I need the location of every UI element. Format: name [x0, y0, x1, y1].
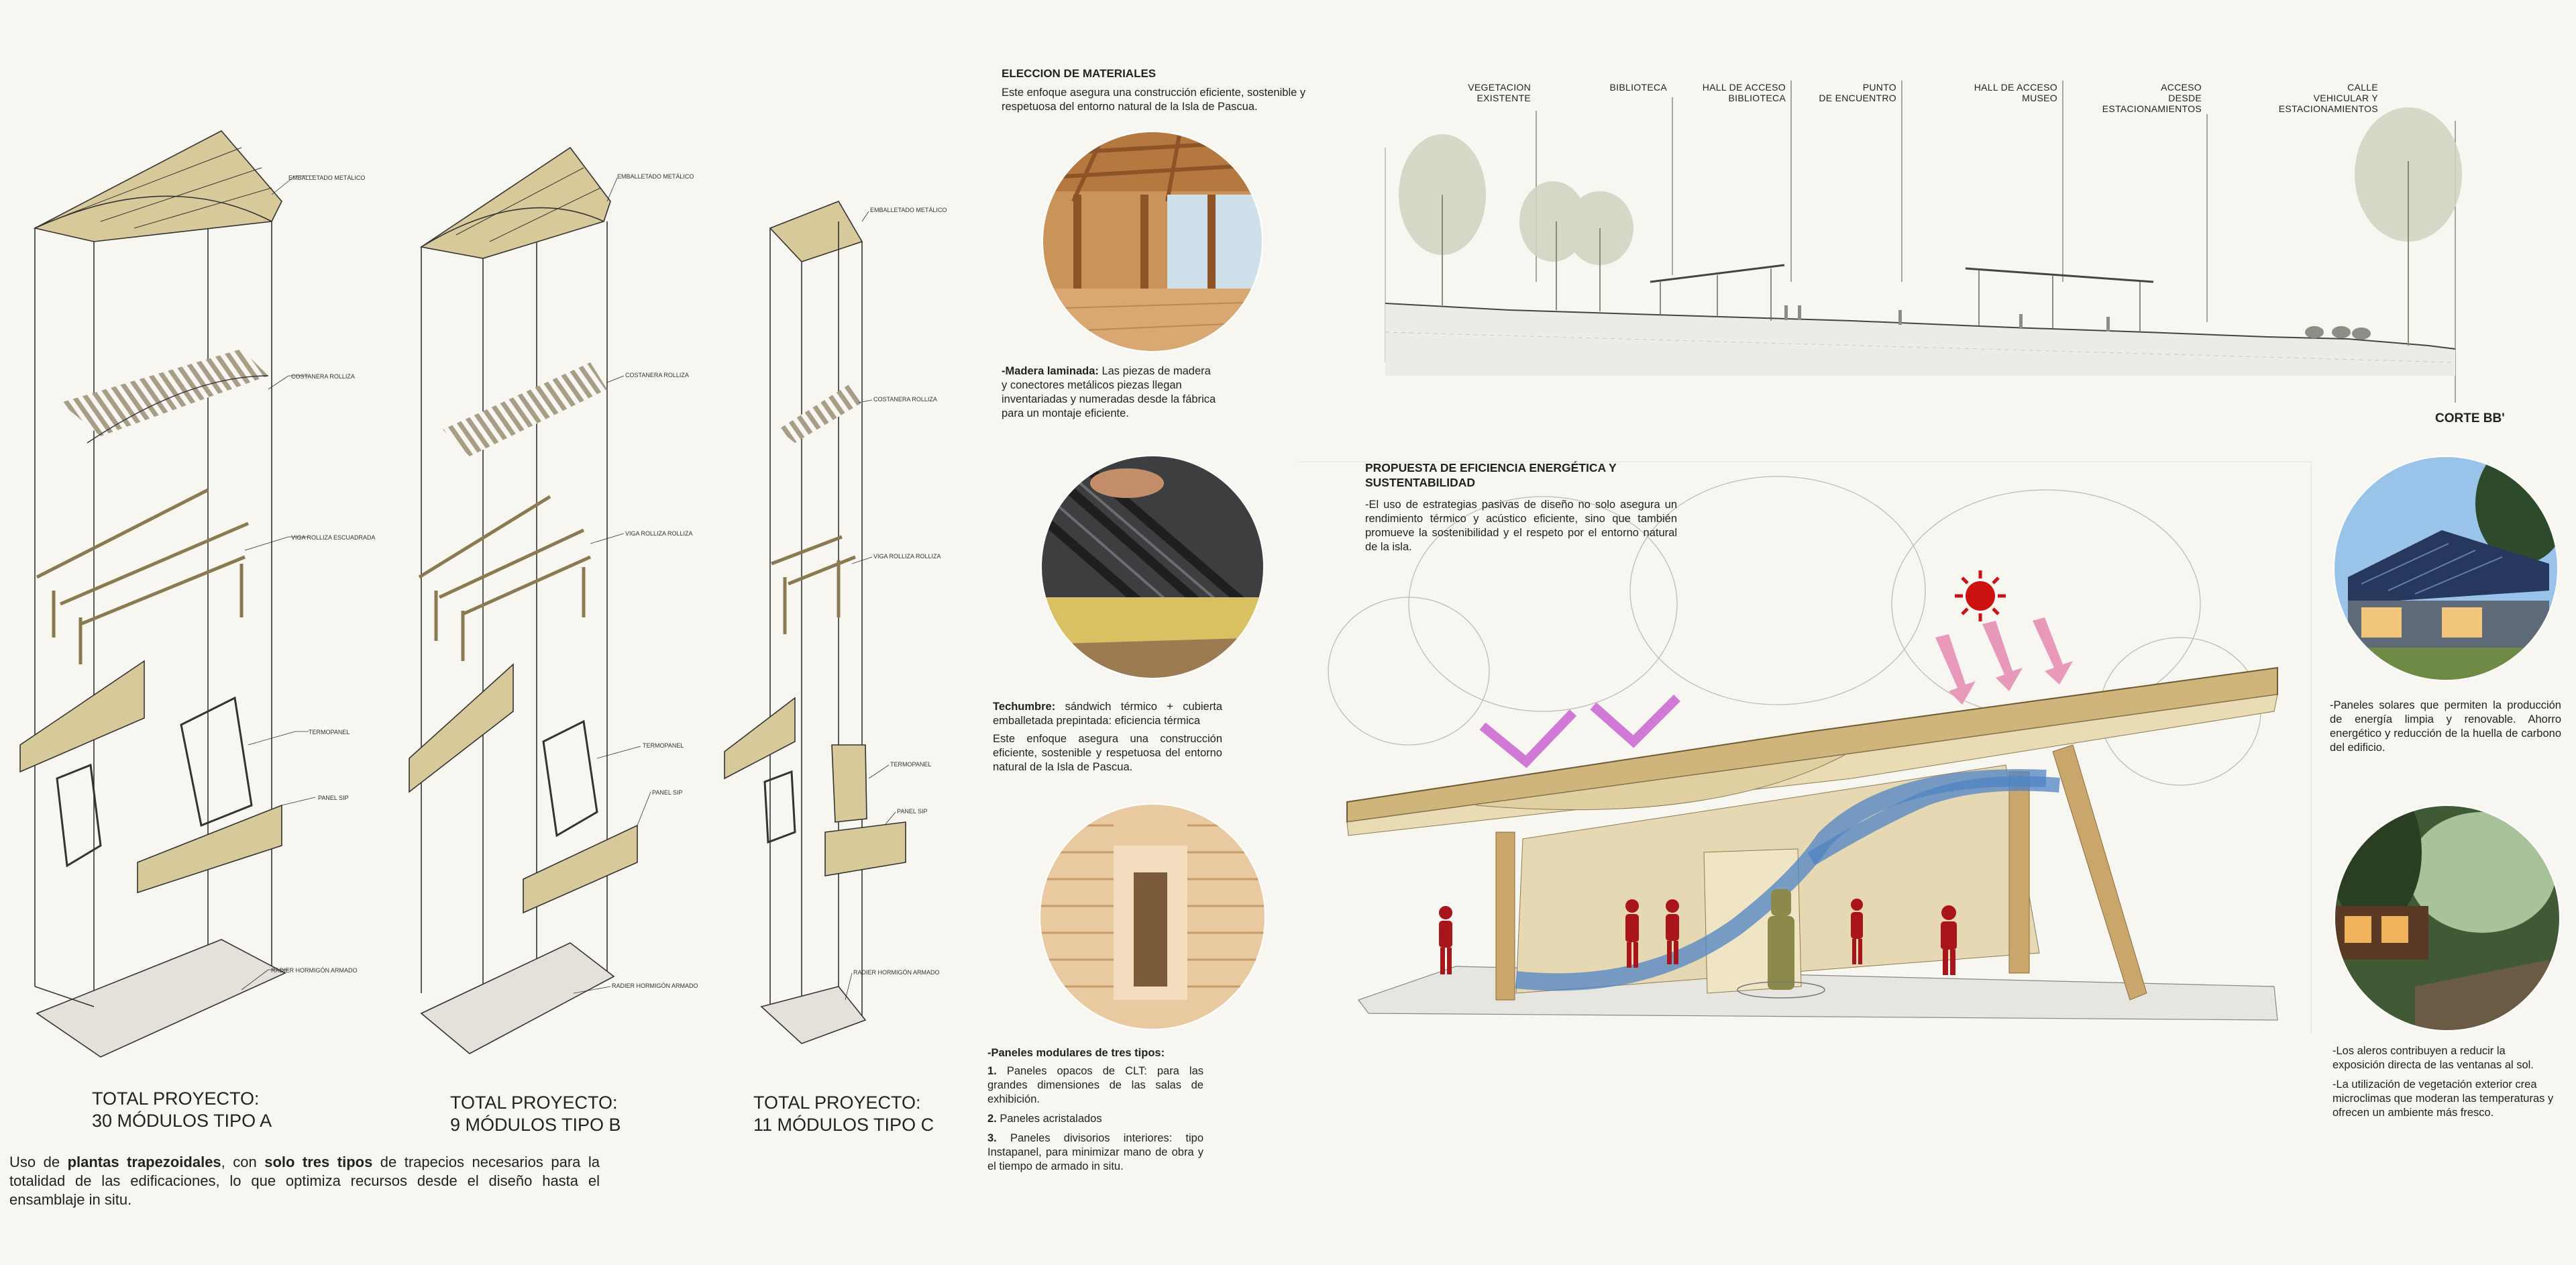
- module-a-total-line2: 30 MÓDULOS TIPO A: [92, 1111, 272, 1131]
- section-label-line: VEGETACION: [1468, 82, 1531, 93]
- module-b-total-line2: 9 MÓDULOS TIPO B: [450, 1115, 621, 1135]
- section-label-line: BIBLIOTECA: [1609, 82, 1667, 93]
- section-label-line: VEHICULAR Y: [2313, 93, 2378, 103]
- section-label-line: ESTACIONAMIENTOS: [2278, 103, 2378, 114]
- energy-title-line2: SUSTENTABILIDAD: [1365, 476, 1475, 489]
- energy-title-line1: PROPUESTA DE EFICIENCIA ENERGÉTICA Y: [1365, 461, 1617, 474]
- materials-title: ELECCION DE MATERIALES: [1002, 67, 1157, 80]
- module-a-total-line1: TOTAL PROYECTO:: [92, 1089, 260, 1109]
- list-item-number: 1.: [987, 1065, 997, 1077]
- svg-text:VIGA ROLLIZA ROLLIZA: VIGA ROLLIZA ROLLIZA: [873, 553, 941, 560]
- svg-text:TERMOPANEL: TERMOPANEL: [643, 742, 684, 749]
- energy-text: -El uso de estrategias pasivas de diseño…: [1365, 499, 1677, 553]
- list-item-number: 2.: [987, 1113, 997, 1125]
- intro-paragraph: Uso de plantas trapezoidales, con solo t…: [9, 1153, 600, 1209]
- svg-text:PANEL SIP: PANEL SIP: [897, 808, 928, 815]
- svg-text:EMBALLETADO METÁLICO: EMBALLETADO METÁLICO: [288, 174, 365, 181]
- energy-diagram: [1298, 461, 2312, 1033]
- photo-forest-house: [2334, 805, 2561, 1031]
- svg-text:RADIER HORMIGÓN ARMADO: RADIER HORMIGÓN ARMADO: [271, 967, 358, 974]
- module-c-total: TOTAL PROYECTO: 11 MÓDULOS TIPO C: [753, 1092, 934, 1136]
- techumbre-caption: Techumbre: sándwich térmico + cubierta e…: [993, 700, 1222, 774]
- photo-modular-panels: [1039, 803, 1266, 1030]
- paneles-title: -Paneles modulares de tres tipos:: [987, 1047, 1165, 1059]
- madera-label: -Madera laminada:: [1002, 365, 1099, 377]
- module-c-total-line2: 11 MÓDULOS TIPO C: [753, 1115, 934, 1135]
- list-item: 2. Paneles acristalados: [987, 1112, 1203, 1126]
- module-b-drawing: EMBALLETADO METÁLICO COSTANERA ROLLIZA V…: [409, 146, 698, 1054]
- photo-laminated-wood: [1042, 131, 1263, 352]
- intro-text-2: , con: [221, 1154, 265, 1170]
- photo-solar-panels: [2333, 456, 2559, 681]
- section-label-line: HALL DE ACCESO: [1702, 82, 1786, 93]
- solar-caption: -Paneles solares que permiten la producc…: [2330, 699, 2561, 754]
- svg-text:COSTANERA ROLLIZA: COSTANERA ROLLIZA: [625, 372, 689, 378]
- section-label-line: ESTACIONAMIENTOS: [2102, 103, 2202, 114]
- section-label-line: DE ENCUENTRO: [1819, 93, 1896, 103]
- list-item-number: 3.: [987, 1132, 997, 1144]
- intro-text-1: Uso de: [9, 1154, 68, 1170]
- aleros-caption: -Los aleros contribuyen a reducir la exp…: [2332, 1045, 2534, 1071]
- intro-bold-1: plantas trapezoidales: [67, 1154, 221, 1170]
- svg-text:RADIER HORMIGÓN ARMADO: RADIER HORMIGÓN ARMADO: [612, 982, 698, 989]
- list-item: 1. Paneles opacos de CLT: para las grand…: [987, 1064, 1203, 1107]
- energy-title: PROPUESTA DE EFICIENCIA ENERGÉTICA Y SUS…: [1365, 460, 1617, 490]
- section-title: CORTE BB': [2435, 411, 2505, 425]
- svg-text:COSTANERA ROLLIZA: COSTANERA ROLLIZA: [873, 396, 937, 403]
- section-label-line: EXISTENTE: [1477, 93, 1531, 103]
- materials-intro: Este enfoque asegura una construcción ef…: [1002, 87, 1306, 113]
- madera-text: Las piezas de madera y conectores metáli…: [1002, 365, 1216, 419]
- svg-text:TERMOPANEL: TERMOPANEL: [309, 729, 350, 736]
- techumbre-paragraph: Este enfoque asegura una construcción ef…: [993, 733, 1222, 773]
- svg-text:EMBALLETADO METÁLICO: EMBALLETADO METÁLICO: [870, 207, 947, 213]
- vegetacion-caption: -La utilización de vegetación exterior c…: [2332, 1078, 2554, 1119]
- svg-text:COSTANERA ROLLIZA: COSTANERA ROLLIZA: [291, 373, 355, 380]
- section-label-line: ACCESO: [2161, 82, 2202, 93]
- list-item-text: Paneles acristalados: [1000, 1113, 1102, 1125]
- techumbre-text: sándwich térmico + cubierta emballetada …: [993, 701, 1222, 727]
- module-c-drawing: EMBALLETADO METÁLICO COSTANERA ROLLIZA V…: [724, 201, 947, 1044]
- list-item-text: Paneles opacos de CLT: para las grandes …: [987, 1065, 1203, 1105]
- svg-text:RADIER HORMIGÓN ARMADO: RADIER HORMIGÓN ARMADO: [853, 969, 940, 976]
- photo-roof-panel: [1040, 455, 1265, 679]
- paneles-caption: -Paneles modulares de tres tipos: 1. Pan…: [987, 1046, 1203, 1179]
- list-item-text: Paneles divisorios interiores: tipo Inst…: [987, 1132, 1203, 1172]
- intro-text-3: de trapecios necesarios para la totalida…: [9, 1154, 600, 1208]
- module-c-total-line1: TOTAL PROYECTO:: [753, 1093, 921, 1113]
- madera-caption: -Madera laminada: Las piezas de madera y…: [1002, 364, 1216, 421]
- svg-text:PANEL SIP: PANEL SIP: [652, 789, 683, 796]
- list-item: 3. Paneles divisorios interiores: tipo I…: [987, 1131, 1203, 1174]
- section-label-line: CALLE: [2347, 82, 2378, 93]
- section-label-line: BIBLIOTECA: [1728, 93, 1786, 103]
- section-label-line: PUNTO: [1862, 82, 1896, 93]
- module-b-total-line1: TOTAL PROYECTO:: [450, 1093, 618, 1113]
- section-label-line: MUSEO: [2022, 93, 2057, 103]
- svg-text:PANEL SIP: PANEL SIP: [318, 795, 349, 801]
- module-a-drawing: EMBALLETADO METÁLICO COSTANERA ROLLIZA V…: [19, 130, 376, 1058]
- section-label-line: HALL DE ACCESO: [1974, 82, 2057, 93]
- techumbre-label: Techumbre:: [993, 701, 1056, 713]
- svg-text:VIGA ROLLIZA ROLLIZA: VIGA ROLLIZA ROLLIZA: [625, 530, 693, 537]
- module-a-total: TOTAL PROYECTO: 30 MÓDULOS TIPO A: [92, 1088, 272, 1132]
- svg-text:TERMOPANEL: TERMOPANEL: [890, 761, 931, 768]
- svg-text:EMBALLETADO METÁLICO: EMBALLETADO METÁLICO: [617, 173, 694, 180]
- intro-bold-2: solo tres tipos: [264, 1154, 373, 1170]
- module-b-total: TOTAL PROYECTO: 9 MÓDULOS TIPO B: [450, 1092, 621, 1136]
- section-label-line: DESDE: [2168, 93, 2202, 103]
- svg-text:VIGA ROLLIZA ESCUADRADA: VIGA ROLLIZA ESCUADRADA: [291, 534, 376, 541]
- section-label-biblioteca: BIBLIOTECA: [1576, 82, 1667, 93]
- section-bb-drawing: [1385, 81, 2462, 403]
